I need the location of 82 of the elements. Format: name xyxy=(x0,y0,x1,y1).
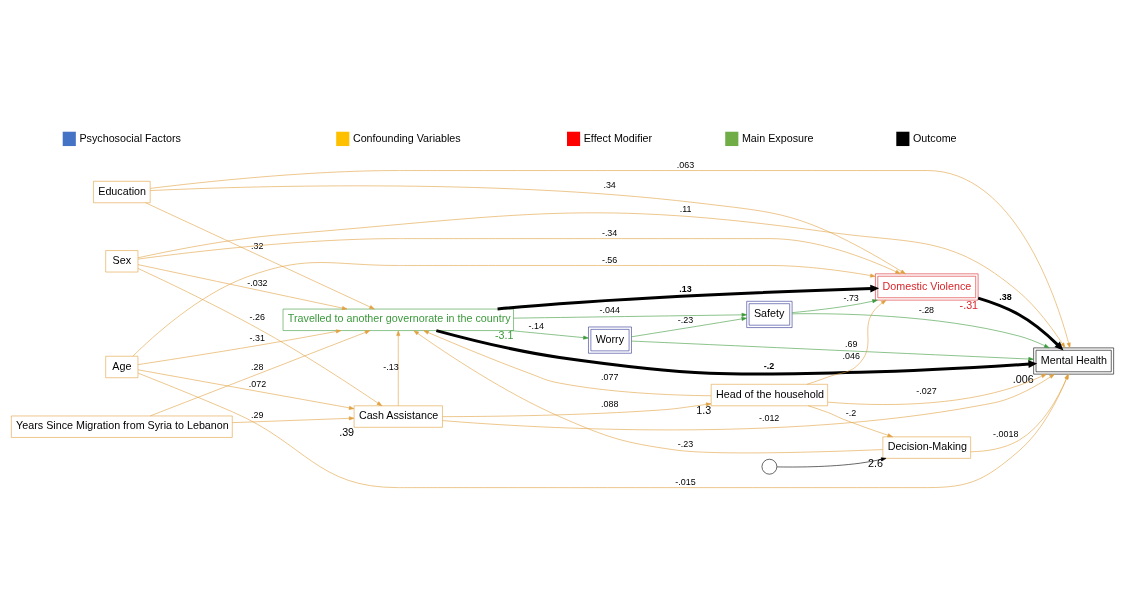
edge-label: .046 xyxy=(842,351,860,362)
arrow xyxy=(137,372,1069,488)
node-box: Cash Assistance xyxy=(353,405,443,428)
edge-label: -.2 xyxy=(845,407,857,418)
edge-label: .063 xyxy=(676,159,695,170)
edge-label: .072 xyxy=(248,379,267,390)
arrow xyxy=(977,296,1064,351)
arrow xyxy=(442,374,1055,431)
node-box: Age xyxy=(105,355,139,379)
arrow xyxy=(137,264,348,310)
arrow xyxy=(631,340,1034,361)
edge-label: -.015 xyxy=(675,476,696,487)
arrow xyxy=(435,329,1038,376)
legend-label: Confounding Variables xyxy=(352,131,461,144)
edge-label: -.23 xyxy=(677,439,694,450)
edge-label: .69 xyxy=(844,339,858,350)
edge-label: -.032 xyxy=(247,277,268,288)
arrow xyxy=(970,373,1069,453)
edge-label: .38 xyxy=(999,292,1012,303)
arrow xyxy=(442,402,712,417)
node-label: .39 xyxy=(339,425,355,438)
node-box: Decision-Making xyxy=(882,436,971,459)
edge-label: .13 xyxy=(679,283,692,294)
edge-label: .28 xyxy=(251,361,264,372)
edge-label: -.0018 xyxy=(993,429,1019,440)
edge-label: -.13 xyxy=(383,362,399,373)
legend-label: Psychosocial Factors xyxy=(79,131,181,144)
edge-label: -.28 xyxy=(918,304,935,315)
arrow xyxy=(807,405,893,438)
legend-label: Outcome xyxy=(913,131,957,144)
node-label: 2.6 xyxy=(867,456,883,469)
arrow xyxy=(137,238,901,275)
arrow xyxy=(145,202,375,310)
node-box: Years Since Migration from Syria to Lebanon xyxy=(11,415,233,438)
node-circle xyxy=(761,458,778,475)
arrow xyxy=(396,330,401,406)
edge-label: -.56 xyxy=(601,254,618,265)
arrow xyxy=(137,329,342,365)
edge-label: -.044 xyxy=(599,304,620,315)
arrow xyxy=(513,312,747,319)
edge-label: -.23 xyxy=(677,315,694,326)
edge-label: .34 xyxy=(603,179,616,190)
node-box: Education xyxy=(93,181,151,204)
node-label: .006 xyxy=(1012,372,1034,385)
edge-label: .077 xyxy=(601,372,619,383)
edge-label: .29 xyxy=(251,410,264,421)
node-label: -3.1 xyxy=(495,329,514,342)
node-label: 1.3 xyxy=(696,404,712,417)
arrow xyxy=(150,185,906,275)
edge-label: -.31 xyxy=(249,332,266,343)
edge-label: -.26 xyxy=(249,312,266,323)
edge-label: -.012 xyxy=(758,413,780,424)
arrow xyxy=(137,369,355,410)
edge-label: -.34 xyxy=(601,227,618,238)
arrow xyxy=(510,330,589,340)
edge-label: .088 xyxy=(601,399,619,409)
arrow xyxy=(806,299,887,385)
arrow xyxy=(791,313,1050,349)
edge-label: .32 xyxy=(251,240,264,251)
arrow xyxy=(150,170,1071,349)
arrow xyxy=(132,262,876,357)
edge-label: .11 xyxy=(679,204,692,215)
node-label: -.31 xyxy=(959,298,979,311)
edge-label: -.14 xyxy=(528,321,544,332)
node-box: Head of the household xyxy=(710,384,828,407)
arrow xyxy=(791,299,878,313)
arrow xyxy=(137,268,383,407)
arrow xyxy=(232,416,355,423)
arrow xyxy=(413,330,883,454)
arrow xyxy=(631,316,747,338)
legend-label: Main Exposure xyxy=(741,131,814,144)
edge-label: -.2 xyxy=(763,361,775,372)
edge-label: -.73 xyxy=(843,292,859,303)
arrow xyxy=(137,212,1066,348)
arrow xyxy=(150,330,371,417)
arrow xyxy=(423,330,712,397)
arrow xyxy=(827,373,1047,405)
arrow xyxy=(776,457,887,468)
arrow xyxy=(497,284,880,311)
node-box: Sex xyxy=(105,250,139,273)
edge-label: -.027 xyxy=(916,385,937,396)
legend-label: Effect Modifier xyxy=(583,131,653,144)
